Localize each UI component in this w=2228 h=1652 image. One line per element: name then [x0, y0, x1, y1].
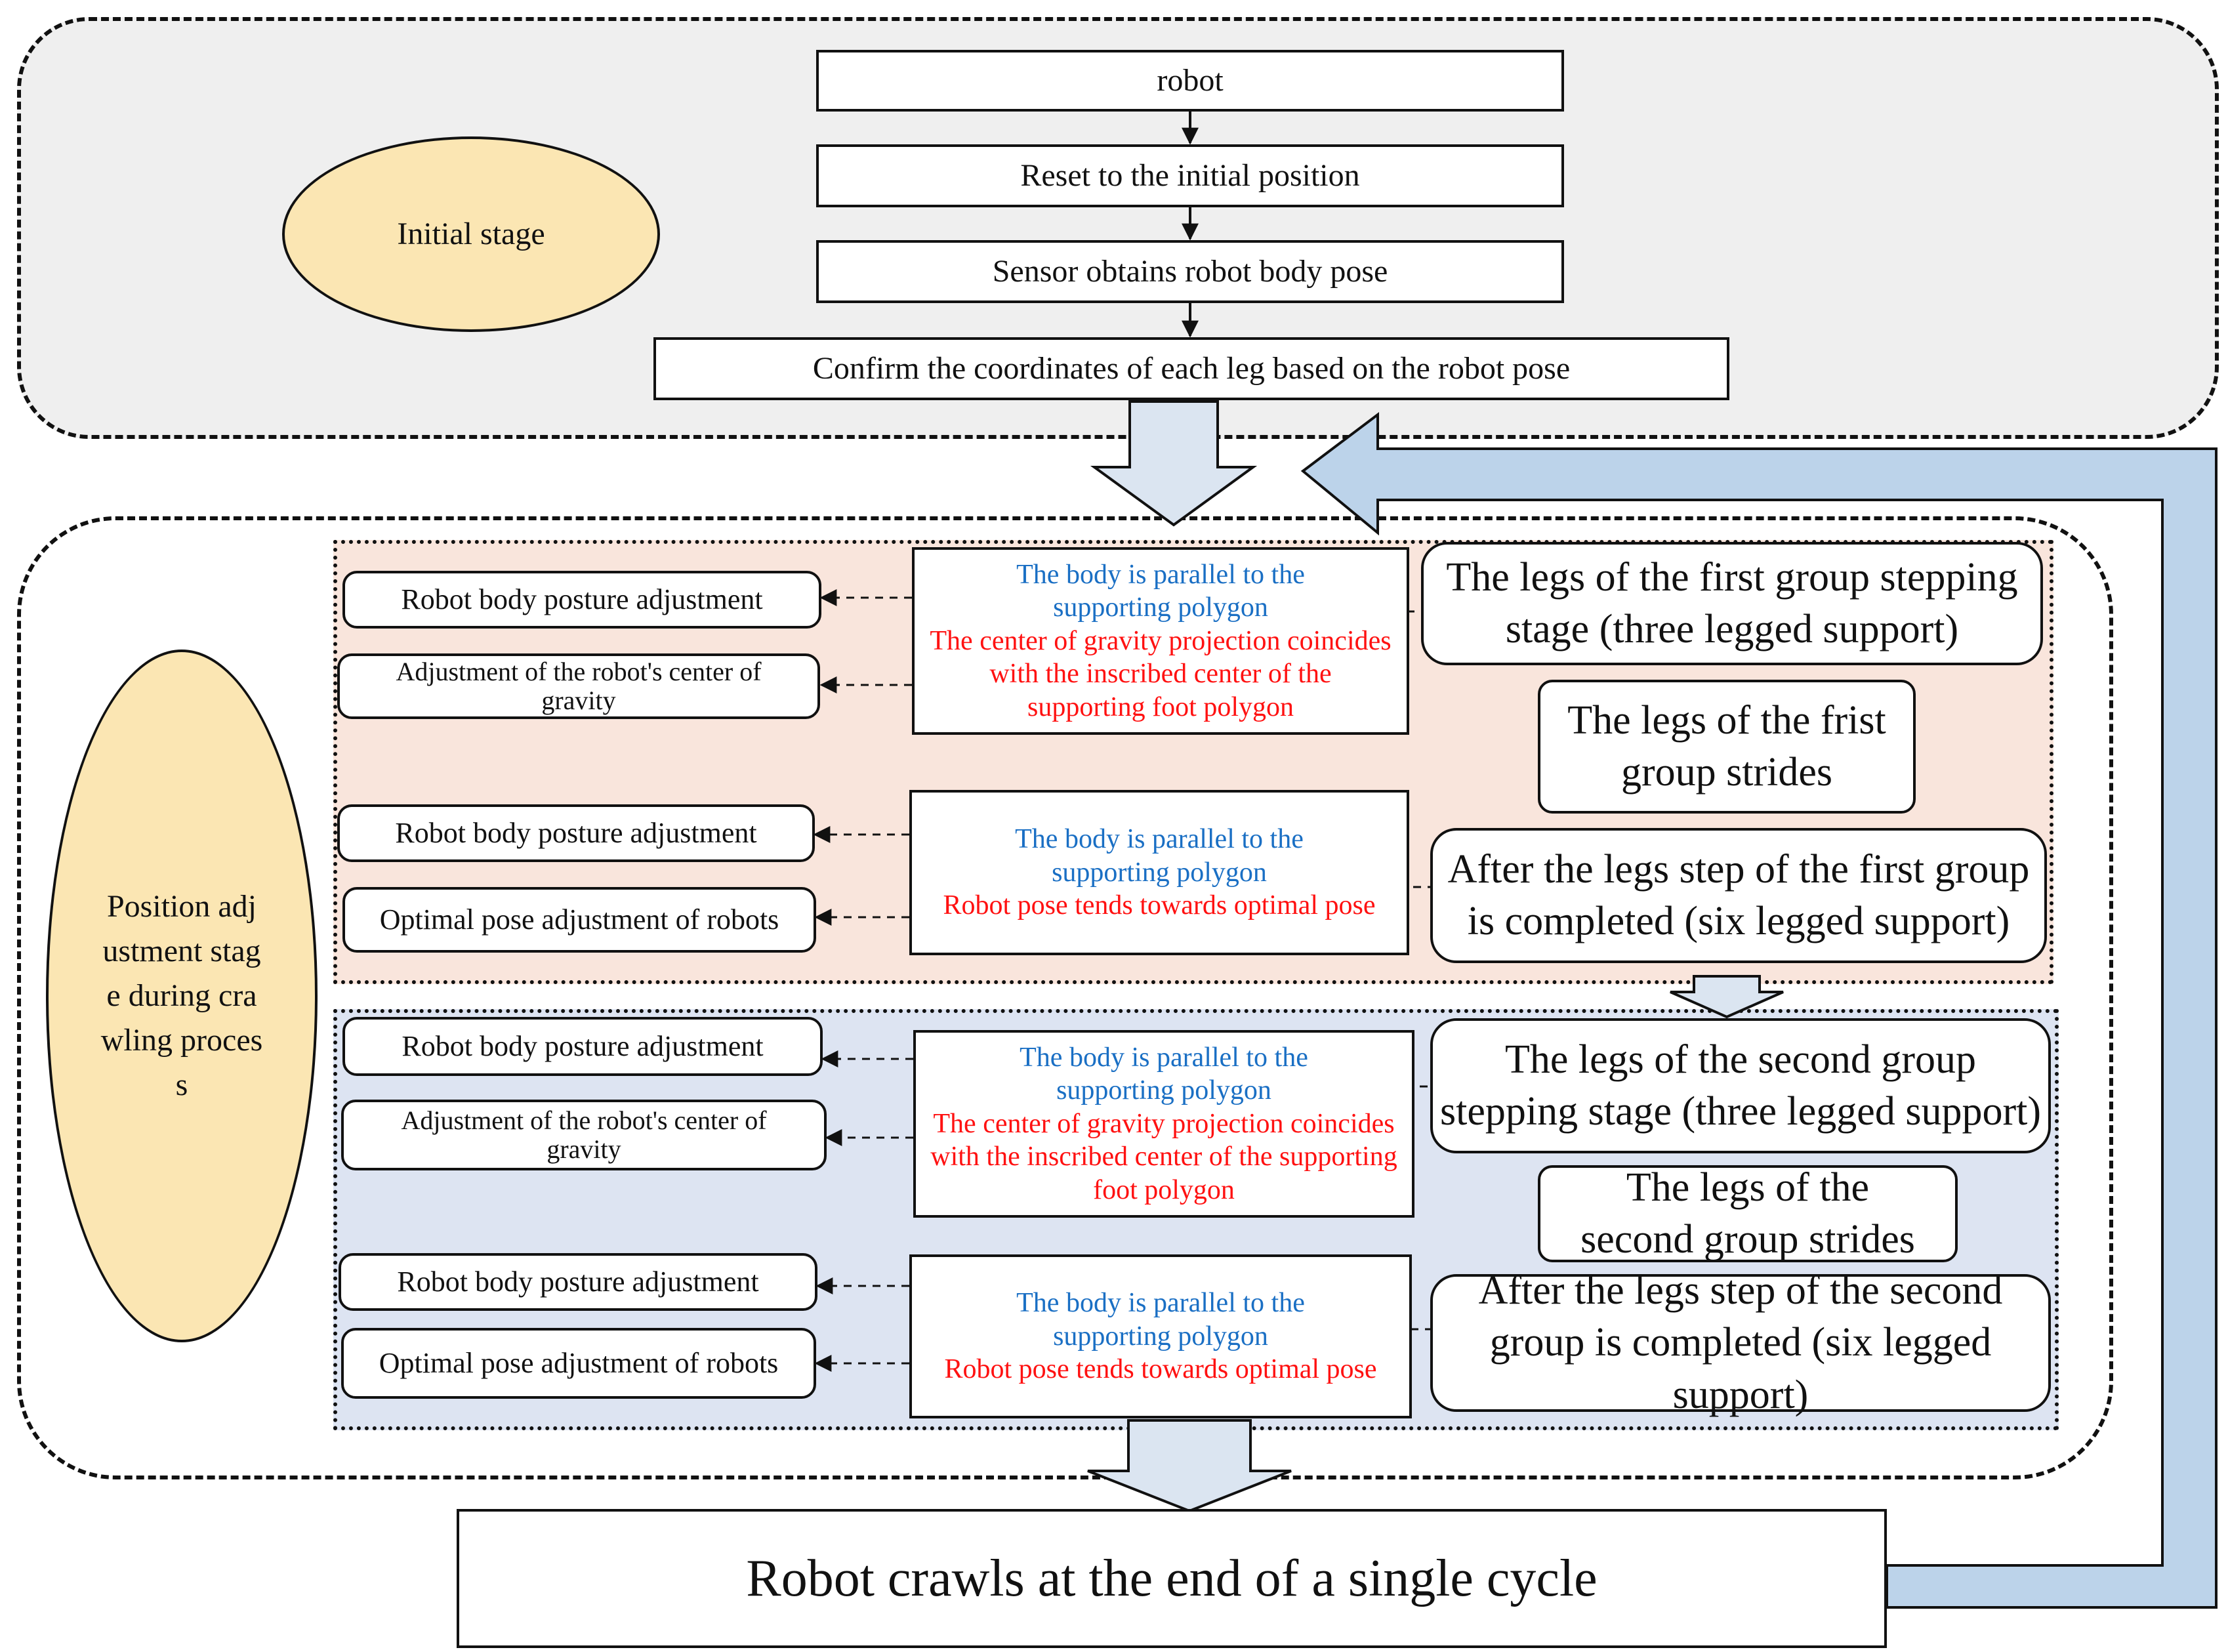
group2-action-center-of-gravity: Adjustment of the robot's center of grav…	[341, 1100, 827, 1170]
down-arrow-crawl-to-end	[1087, 1419, 1292, 1513]
group1-condition-b-blue: The body is parallel to the supporting p…	[1015, 824, 1304, 888]
group1-action-optimal-pose-text: Optimal pose adjustment of robots	[379, 903, 779, 936]
end-of-cycle-box: Robot crawls at the end of a single cycl…	[457, 1509, 1887, 1648]
group2-action-optimal-pose: Optimal pose adjustment of robots	[341, 1328, 816, 1399]
step-sensor-pose-text: Sensor obtains robot body pose	[992, 254, 1388, 289]
step-confirm-leg-coordinates: Confirm the coordinates of each leg base…	[653, 337, 1729, 400]
group1-action-center-of-gravity-text: Adjustment of the robot's center of grav…	[396, 657, 762, 715]
group1-action-posture-2-text: Robot body posture adjustment	[395, 816, 757, 849]
group1-condition-a: The body is parallel to the supporting p…	[912, 547, 1409, 735]
group1-action-optimal-pose: Optimal pose adjustment of robots	[342, 887, 816, 953]
step-reset-text: Reset to the initial position	[1020, 158, 1360, 194]
end-of-cycle-text: Robot crawls at the end of a single cycl…	[746, 1550, 1598, 1607]
group1-stepping-text: The legs of the first group stepping sta…	[1446, 554, 2018, 651]
group1-action-posture-1: Robot body posture adjustment	[342, 571, 821, 629]
step-confirm-leg-coordinates-text: Confirm the coordinates of each leg base…	[812, 351, 1571, 386]
group2-action-posture-1: Robot body posture adjustment	[342, 1017, 823, 1076]
down-arrow-initial-to-crawl	[1090, 400, 1258, 527]
group1-stepping-stage: The legs of the first group stepping sta…	[1421, 542, 2043, 665]
group1-completed: After the legs step of the first group i…	[1430, 828, 2047, 963]
group1-condition-b-red: Robot pose tends towards optimal pose	[943, 890, 1376, 921]
group1-action-posture-2: Robot body posture adjustment	[337, 804, 815, 862]
group2-condition-a-red: The center of gravity projection coincid…	[930, 1108, 1397, 1205]
group2-completed: After the legs step of the second group …	[1430, 1268, 2051, 1417]
group2-condition-a-blue: The body is parallel to the supporting p…	[1020, 1043, 1308, 1106]
group2-action-posture-2-text: Robot body posture adjustment	[397, 1265, 759, 1298]
group2-action-center-of-gravity-text: Adjustment of the robot's center of grav…	[401, 1105, 767, 1164]
step-sensor-pose: Sensor obtains robot body pose	[816, 240, 1564, 303]
group2-condition-b-red: Robot pose tends towards optimal pose	[944, 1354, 1377, 1385]
group1-strides-text: The legs of the frist group strides	[1567, 697, 1886, 795]
group2-condition-a: The body is parallel to the supporting p…	[913, 1030, 1414, 1218]
group1-condition-a-blue: The body is parallel to the supporting p…	[1016, 560, 1305, 623]
crawling-stage-ellipse: Position adjustment stage during crawlin…	[46, 650, 318, 1342]
group2-strides-text: The legs of the second group strides	[1580, 1165, 1915, 1262]
group1-condition-b: The body is parallel to the supporting p…	[909, 790, 1409, 955]
group2-action-posture-2: Robot body posture adjustment	[339, 1253, 817, 1311]
group2-condition-b: The body is parallel to the supporting p…	[909, 1254, 1412, 1418]
group2-stepping-text: The legs of the second group stepping st…	[1440, 1037, 2041, 1134]
group2-action-optimal-pose-text: Optimal pose adjustment of robots	[379, 1346, 779, 1379]
group2-strides: The legs of the second group strides	[1538, 1165, 1958, 1262]
group1-action-center-of-gravity: Adjustment of the robot's center of grav…	[337, 653, 820, 719]
down-arrow-group1-to-group2	[1670, 975, 1784, 1019]
group2-stepping-stage: The legs of the second group stepping st…	[1430, 1018, 2051, 1153]
crawling-stage-label: Position adjustment stage during crawlin…	[100, 888, 263, 1103]
group1-completed-text: After the legs step of the first group i…	[1447, 846, 2030, 943]
initial-stage-ellipse: Initial stage	[282, 136, 660, 332]
loop-back-arrow	[1300, 411, 2218, 1609]
group1-condition-a-red: The center of gravity projection coincid…	[930, 625, 1392, 722]
group2-completed-text: After the legs step of the second group …	[1478, 1268, 2003, 1417]
group1-action-posture-1-text: Robot body posture adjustment	[401, 583, 763, 615]
initial-stage-label: Initial stage	[397, 217, 545, 252]
step-robot-text: robot	[1157, 63, 1224, 98]
group2-action-posture-1-text: Robot body posture adjustment	[402, 1029, 764, 1062]
step-robot: robot	[816, 50, 1564, 112]
step-reset: Reset to the initial position	[816, 144, 1564, 207]
group2-condition-b-blue: The body is parallel to the supporting p…	[1016, 1288, 1305, 1352]
group1-strides: The legs of the frist group strides	[1538, 680, 1916, 814]
